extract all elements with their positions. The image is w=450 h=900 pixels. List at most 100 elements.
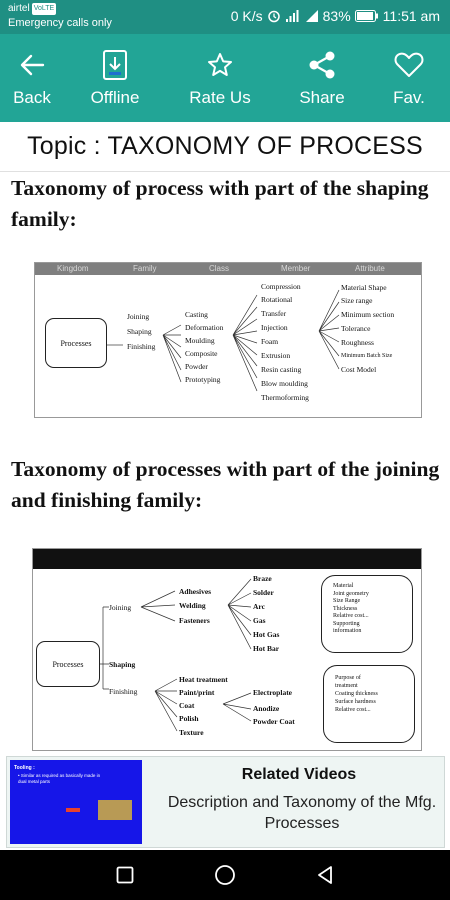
status-indicators: 0 K/s 83% 11:51 am: [231, 8, 440, 24]
member-item: Blow moulding: [261, 379, 308, 388]
header-attribute: Attribute: [355, 264, 385, 273]
finishing-class-item: Heat treatment: [179, 675, 228, 684]
attribute-line: Joint geometry: [333, 590, 369, 597]
alarm-icon: [267, 10, 280, 23]
video-thumbnail[interactable]: Tooling : • Similar as required as basic…: [10, 760, 142, 844]
related-video-description[interactable]: Description and Taxonomy of the Mfg. Pro…: [167, 794, 437, 832]
family-joining: Joining: [127, 312, 150, 321]
thumbnail-text: • Similar as required as basically made …: [18, 773, 101, 784]
battery-percent: 83%: [322, 8, 351, 24]
app-toolbar: Back Offline Rate Us Share Fav.: [0, 34, 450, 122]
finishing-attributes-box: [323, 665, 415, 743]
joining-attribute-list: Material Joint geometry Size Range Thick…: [333, 583, 369, 636]
section-heading-joining-finishing: Taxonomy of processes with part of the j…: [11, 457, 440, 512]
square-icon: [116, 866, 134, 884]
finishing-member-item: Electroplate: [253, 688, 293, 697]
thumbnail-image: [98, 800, 132, 820]
share-button[interactable]: Share: [296, 34, 348, 122]
member-item: Thermoforming: [261, 393, 309, 402]
attribute-item: Tolerance: [341, 324, 371, 333]
attribute-line: treatment: [335, 683, 358, 689]
joining-member-item: Gas: [253, 616, 266, 625]
finishing-class-item: Polish: [179, 714, 199, 723]
class-item: Deformation: [185, 323, 224, 332]
attribute-line: Supporting: [333, 620, 360, 627]
favorite-button[interactable]: Fav.: [386, 34, 432, 122]
wifi-signal-icon: [285, 10, 299, 22]
heart-icon: [394, 52, 424, 77]
finishing-member-item: Anodize: [253, 704, 280, 713]
joining-member-item: Hot Bar: [253, 644, 280, 653]
back-label: Back: [13, 88, 51, 107]
clock: 11:51 am: [382, 8, 440, 24]
shaping-taxonomy-figure: Kingdom Family Class Member Attribute Pr…: [34, 262, 422, 418]
share-label: Share: [299, 88, 345, 107]
section-heading-shaping: Taxonomy of process with part of the sha…: [11, 176, 429, 231]
attribute-item: Cost Model: [341, 365, 377, 374]
joining-class-item: Fasteners: [179, 616, 210, 625]
tree-connectors: [107, 289, 340, 392]
joining-member-item: Arc: [253, 602, 265, 611]
attribute-item: Minimum section: [341, 310, 395, 319]
attribute-item: Size range: [341, 296, 373, 305]
system-back-button[interactable]: [305, 860, 345, 890]
attribute-line: Relative cost...: [335, 707, 371, 713]
member-item: Injection: [261, 323, 288, 332]
attribute-item: Minimum Batch Size: [341, 353, 393, 359]
class-item: Prototyping: [185, 375, 221, 384]
class-item: Powder: [185, 362, 208, 371]
processes-root-box: Processes: [45, 318, 107, 368]
joining-member-item: Hot Gas: [253, 630, 280, 639]
thumbnail-arrow: [66, 808, 80, 812]
attribute-line: Material: [333, 583, 354, 589]
attribute-item: Roughness: [341, 338, 374, 347]
figure-header-row: Kingdom Family Class Member Attribute: [35, 263, 421, 275]
topic-bar: Topic : TAXONOMY OF PROCESS: [0, 122, 450, 172]
share-icon: [309, 51, 335, 79]
topic-title: Topic : TAXONOMY OF PROCESS: [27, 132, 423, 160]
attribute-item: Material Shape: [341, 283, 387, 292]
network-speed: 0 K/s: [230, 8, 263, 24]
rate-us-label: Rate Us: [189, 88, 251, 107]
finishing-member-item: Powder Coat: [253, 717, 295, 726]
header-family: Family: [133, 264, 157, 273]
family-shaping: Shaping: [127, 327, 152, 336]
figure-header-bar: [33, 549, 421, 569]
attribute-line: Size Range: [333, 598, 361, 604]
rate-us-button[interactable]: Rate Us: [186, 34, 254, 122]
home-button[interactable]: [205, 860, 245, 890]
joining-member-item: Solder: [253, 588, 274, 597]
joining-attributes-box: [321, 575, 413, 653]
article-content[interactable]: Taxonomy of process with part of the sha…: [0, 173, 450, 753]
family-finishing: Finishing: [109, 687, 138, 696]
attribute-line: Thickness: [333, 605, 358, 612]
member-item: Transfer: [261, 309, 287, 318]
family-finishing: Finishing: [127, 342, 156, 351]
star-icon: [208, 53, 232, 76]
download-document-icon: [103, 50, 127, 80]
attribute-line: Surface hardness: [335, 699, 376, 705]
related-video-card[interactable]: Tooling : • Similar as required as basic…: [6, 756, 445, 848]
favorite-label: Fav.: [393, 88, 425, 107]
back-button[interactable]: Back: [8, 34, 56, 122]
member-item: Rotational: [261, 295, 293, 304]
thumbnail-title: Tooling :: [14, 765, 35, 771]
finishing-class-item: Coat: [179, 701, 195, 710]
header-class: Class: [209, 264, 230, 273]
related-videos-title: Related Videos: [241, 766, 357, 783]
family-joining: Joining: [109, 603, 132, 612]
header-member: Member: [281, 264, 311, 273]
member-item: Extrusion: [261, 351, 291, 360]
member-item: Foam: [261, 337, 279, 346]
recents-button[interactable]: [105, 860, 145, 890]
joining-member-item: Braze: [253, 574, 272, 583]
member-item: Compression: [261, 282, 301, 291]
battery-icon: [354, 10, 378, 22]
back-arrow-icon: [20, 54, 45, 76]
class-item: Composite: [185, 349, 218, 358]
finishing-class-item: Paint/print: [179, 688, 215, 697]
class-item: Moulding: [185, 336, 215, 345]
offline-label: Offline: [90, 88, 140, 107]
offline-button[interactable]: Offline: [84, 34, 146, 122]
